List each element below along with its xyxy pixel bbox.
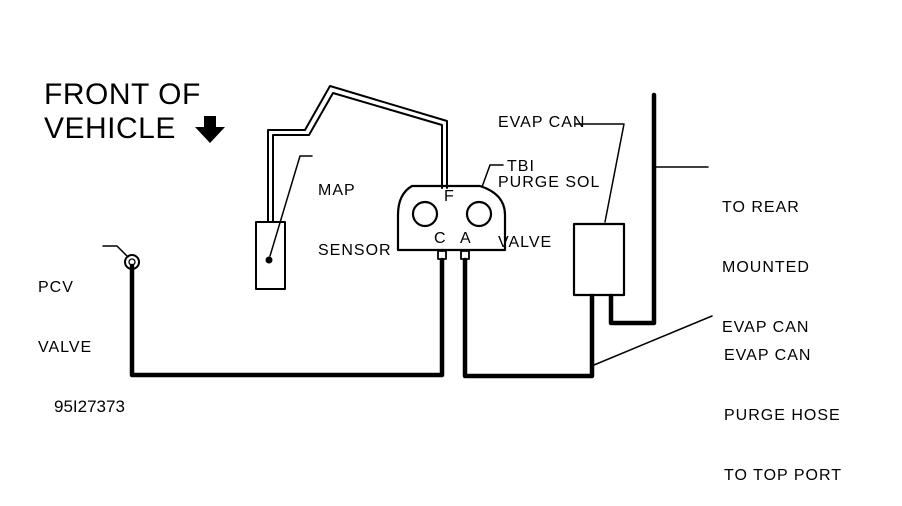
evap-sol-label-line1: EVAP CAN	[498, 114, 586, 131]
purge-hose-leader	[593, 315, 713, 366]
map-sensor-label-line1: MAP	[318, 182, 356, 199]
evap-purge-sol-valve-label: EVAP CAN PURGE SOL VALVE	[498, 73, 600, 273]
map-sensor	[255, 221, 286, 290]
figure-id: 95I27373	[54, 397, 125, 416]
purge-hose	[462, 257, 595, 379]
port-a-label: A	[460, 230, 472, 247]
port-f-label: F	[444, 188, 455, 205]
pcv-valve-label-line1: PCV	[38, 279, 74, 296]
arrow-down-icon	[195, 116, 225, 143]
purge-hose-label-line1: EVAP CAN	[724, 347, 812, 364]
purge-hose-label-line2: PURGE HOSE	[724, 407, 841, 424]
rear-can-label-line3: EVAP CAN	[722, 319, 810, 336]
map-sensor-leader	[269, 155, 313, 257]
vehicle-title: VEHICLE	[44, 112, 176, 145]
rear-can-hose	[608, 92, 657, 326]
evap-sol-label-line3: VALVE	[498, 234, 553, 251]
tbi-leader	[481, 164, 504, 188]
tbi-label: TBI	[507, 158, 535, 175]
rear-mounted-evap-can-label: TO REAR MOUNTED EVAP CAN	[722, 158, 810, 358]
front-of-vehicle-title: FRONT OF	[44, 78, 201, 111]
pcv-valve-leader	[102, 245, 129, 258]
map-sensor-label-line2: SENSOR	[318, 242, 392, 259]
rear-can-label-line1: TO REAR	[722, 199, 800, 216]
tbi-bore-right	[465, 200, 493, 228]
evap-purge-solenoid	[572, 222, 626, 297]
map-sensor-label: MAP SENSOR	[318, 141, 392, 281]
port-c-label: C	[434, 230, 447, 247]
map-sensor-port	[265, 256, 273, 264]
tbi-unit	[396, 184, 507, 252]
tbi-bore-left	[411, 200, 439, 228]
vacuum-hose-diagram	[102, 85, 713, 379]
pcv-hose	[129, 257, 445, 378]
pcv-valve-label-line2: VALVE	[38, 339, 93, 356]
rear-can-label-line2: MOUNTED	[722, 259, 810, 276]
purge-hose-label-line3: TO TOP PORT	[724, 467, 842, 484]
evap-sol-label-line2: PURGE SOL	[498, 174, 601, 191]
purge-hose-top-port-label: EVAP CAN PURGE HOSE TO TOP PORT	[724, 306, 842, 506]
evap-solenoid-leader	[574, 123, 625, 223]
pcv-valve-label: PCV VALVE	[38, 238, 92, 378]
pcv-valve	[124, 254, 140, 270]
map-sensor-hose	[267, 85, 448, 223]
